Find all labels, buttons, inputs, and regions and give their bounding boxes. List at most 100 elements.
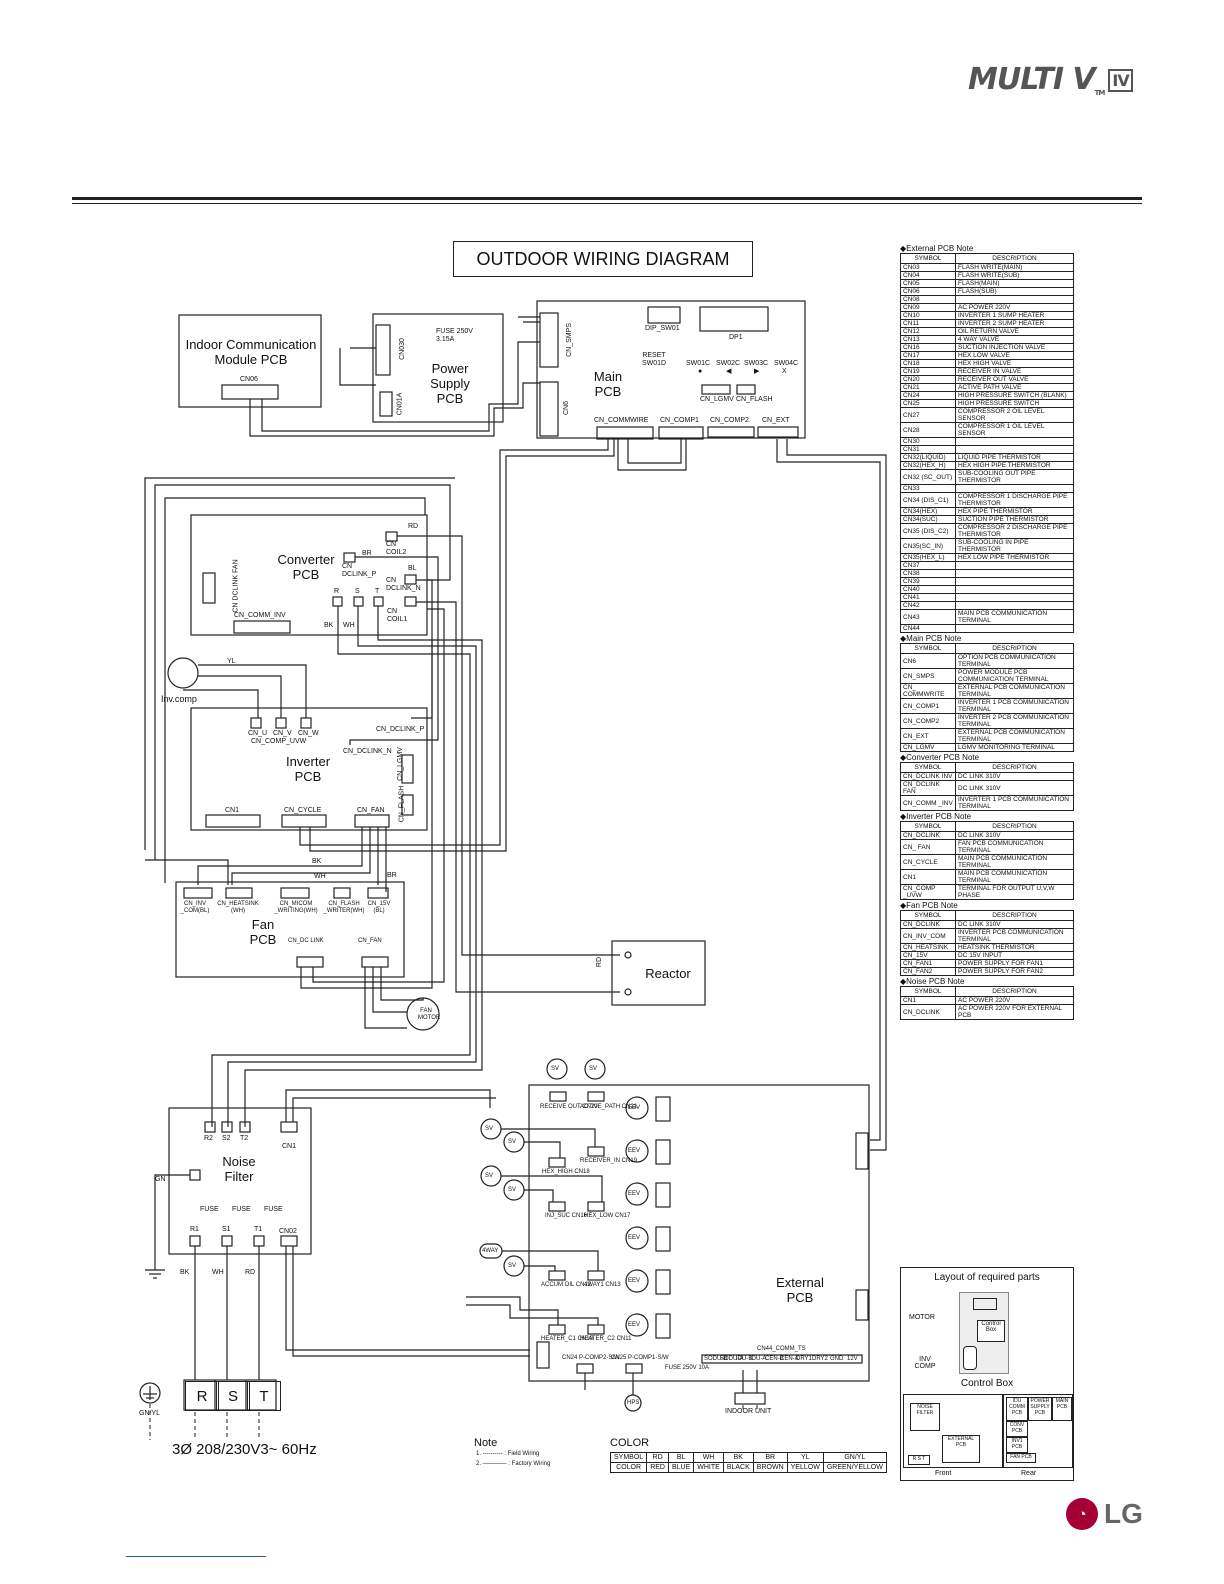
- inv-comp-block: [963, 1346, 977, 1370]
- power-supply-box: [372, 313, 504, 423]
- note-head-cell: DESCRIPTION: [955, 821, 1074, 832]
- wire-tag-nf-wh: WH: [212, 1269, 224, 1276]
- ext-cn20: RECEIVE OUT CN20: [540, 1104, 598, 1110]
- eev-3: EEV: [628, 1191, 641, 1197]
- color-name-4: BLACK: [722, 1462, 754, 1473]
- table-row: CN31: [900, 445, 1074, 454]
- fan-cn-inv-com: CN_INV _COM(BL): [180, 901, 210, 914]
- fan-cn-15v: CN_15V (BL): [367, 901, 391, 914]
- note-description-cell: FLASH WRITE(MAIN): [955, 263, 1074, 272]
- note-description-cell: INVERTER 2 PCB COMMUNICATION TERMINAL: [955, 713, 1074, 729]
- note-symbol-cell: CN31: [900, 445, 956, 454]
- note-symbol-cell: CN35(SC_IN): [900, 538, 956, 554]
- inv-cn-cycle: CN_CYCLE: [284, 807, 322, 814]
- sw03c-mark: ▶: [754, 368, 760, 375]
- note-symbol-cell: CN_INV_COM: [900, 928, 956, 944]
- note-description-cell: POWER SUPPLY FOR FAN1: [955, 959, 1074, 968]
- wire-tag-fan-wh: WH: [314, 873, 326, 880]
- note-symbol-cell: CN19: [900, 367, 956, 376]
- power-terminal-r: R: [185, 1381, 219, 1411]
- noise-filter-box: [168, 1107, 312, 1255]
- fourway-label: 4WAY: [482, 1248, 499, 1254]
- hps-label: HPS: [627, 1400, 640, 1406]
- note-symbol-cell: CN04: [900, 271, 956, 280]
- nf-gn: GN: [155, 1176, 166, 1183]
- note-head-cell: DESCRIPTION: [955, 986, 1074, 997]
- note-description-cell: LIQUID PIPE THERMISTOR: [955, 453, 1074, 462]
- cn-lgmv-label: CN_LGMV: [700, 396, 734, 403]
- ext-cn21: ACTIVE_PATH CN21: [580, 1104, 638, 1110]
- note-description-cell: DC 15V INPUT: [955, 951, 1074, 960]
- ext-fuse: FUSE 250V 10A: [665, 1365, 710, 1371]
- note-description-cell: FLASH WRITE(SUB): [955, 271, 1074, 280]
- inv-comp-circle: [167, 657, 199, 689]
- conv-cn-dclink-fan: CN DCLINK FAN: [232, 559, 240, 613]
- note-description-cell: INVERTER 1 PCB COMMUNICATION TERMINAL: [955, 698, 1074, 714]
- note-symbol-cell: CN1: [900, 996, 956, 1005]
- note-description-cell: [955, 569, 1074, 578]
- note-symbol-cell: CN03: [900, 263, 956, 272]
- main-bottom-comp1: CN_COMP1: [660, 417, 699, 424]
- table-row: CN37: [900, 561, 1074, 570]
- note-description-cell: [955, 585, 1074, 594]
- note-description-cell: [955, 601, 1074, 610]
- eev-2: EEV: [628, 1148, 641, 1154]
- table-row: CN32 (SC_OUT)SUB-COOLING OUT PIPE THERMI…: [900, 469, 1074, 485]
- legend-note-title: Note: [474, 1437, 498, 1449]
- wire-tag-wh: WH: [343, 622, 355, 629]
- wire-tag-bk: BK: [324, 622, 334, 629]
- note-description-cell: DC LINK 310V: [955, 920, 1074, 929]
- color-sym-5: BR: [752, 1452, 788, 1463]
- table-row: CN32(HEX_H)HEX HIGH PIPE THERMISTOR: [900, 461, 1074, 470]
- dip-label: DIP_SW01: [645, 325, 680, 332]
- note-description-cell: [955, 445, 1074, 454]
- eev-1: EEV: [628, 1105, 641, 1111]
- layout-power-supply: POWER SUPPLY PCB: [1028, 1397, 1052, 1421]
- inverter-label: Inverter PCB: [285, 754, 331, 784]
- note-description-cell: INVERTER 1 PCB COMMUNICATION TERMINAL: [955, 795, 1074, 811]
- note-symbol-cell: CN6: [900, 653, 956, 669]
- color-name-7: GREEN/YELLOW: [822, 1462, 887, 1473]
- fan-cn-fan: CN_FAN: [358, 938, 382, 944]
- color-name-6: YELLOW: [786, 1462, 824, 1473]
- sw02c-mark: ◀: [726, 368, 732, 375]
- noise-note-title: ◆Noise PCB Note: [900, 977, 965, 986]
- converter-label: Converter PCB: [277, 552, 335, 582]
- note-symbol-cell: CN20: [900, 375, 956, 384]
- layout-fan-pcb: FAN PCB: [1006, 1453, 1036, 1463]
- sw04c-label: SW04C: [774, 360, 799, 367]
- note-symbol-cell: CN05: [900, 279, 956, 288]
- conv-cn-dclink-n: CN DCLINK_N: [386, 577, 421, 592]
- fan-cn-flash: CN_FLASH _WRITER(WH): [323, 901, 365, 914]
- cn6-label: CN6: [563, 400, 571, 416]
- note-description-cell: SUCTION PIPE THERMISTOR: [955, 515, 1074, 524]
- cn-smps-label: CN_SMPS: [565, 323, 573, 357]
- converter-box: [190, 514, 428, 636]
- main-pcb-box: [536, 300, 806, 439]
- ext-cn13: 4WAY1 CN13: [584, 1282, 621, 1288]
- ext-term-6: DRY1: [796, 1356, 812, 1362]
- color-name-2: BLUE: [667, 1462, 695, 1473]
- eev-6: EEV: [628, 1322, 641, 1328]
- note-symbol-cell: CN24: [900, 391, 956, 400]
- note-description-cell: AC POWER 220V FOR EXTERNAL PCB: [955, 1004, 1074, 1020]
- rear-panel: IDU COMM PCB POWER SUPPLY PCB MAIN PCB C…: [1003, 1394, 1073, 1468]
- note-description-cell: FAN PCB COMMUNICATION TERMINAL: [955, 839, 1074, 855]
- table-row: CN42: [900, 601, 1074, 610]
- layout-rear-label: Rear: [1021, 1470, 1037, 1477]
- note-symbol-cell: CN_COMM _INV: [900, 795, 956, 811]
